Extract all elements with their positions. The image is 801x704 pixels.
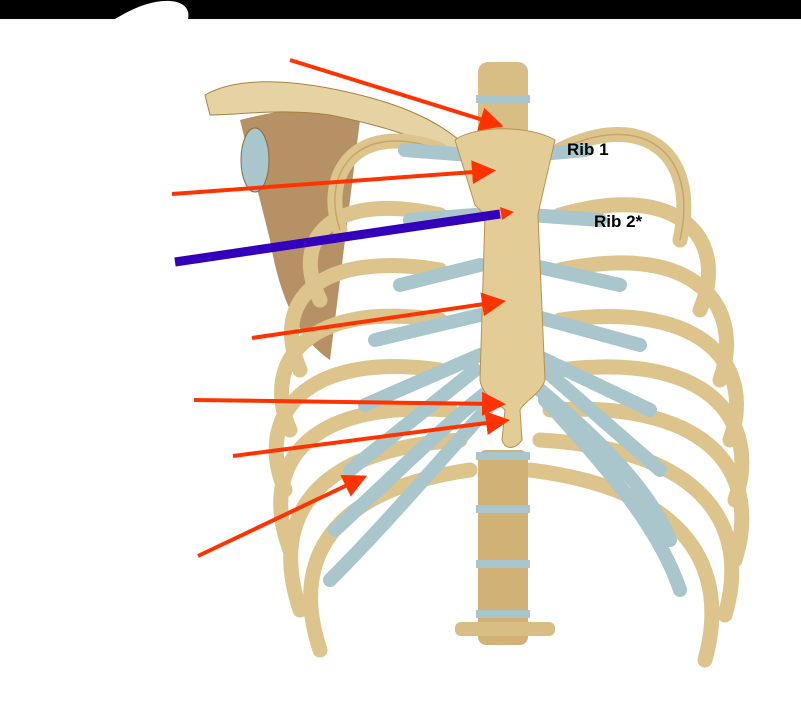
arrow-jugular-notch — [289, 58, 504, 131]
costal-cartilages — [323, 143, 687, 597]
arrow-manubrium — [171, 160, 496, 196]
label-rib-1: Rib 1 — [567, 140, 609, 159]
arrow-body-of-sternum — [251, 292, 506, 340]
arrow-xiphoid — [232, 411, 510, 458]
annotation-arrows — [171, 58, 514, 558]
arrow-costal-margin — [197, 475, 368, 558]
arrow-xiphisternal-joint — [193, 391, 506, 416]
scapula — [240, 108, 360, 360]
white-blob-shape — [115, 0, 189, 19]
top-black-bar — [0, 0, 801, 19]
arrow-sternal-angle — [174, 209, 501, 267]
label-rib-2: Rib 2* — [594, 212, 643, 231]
